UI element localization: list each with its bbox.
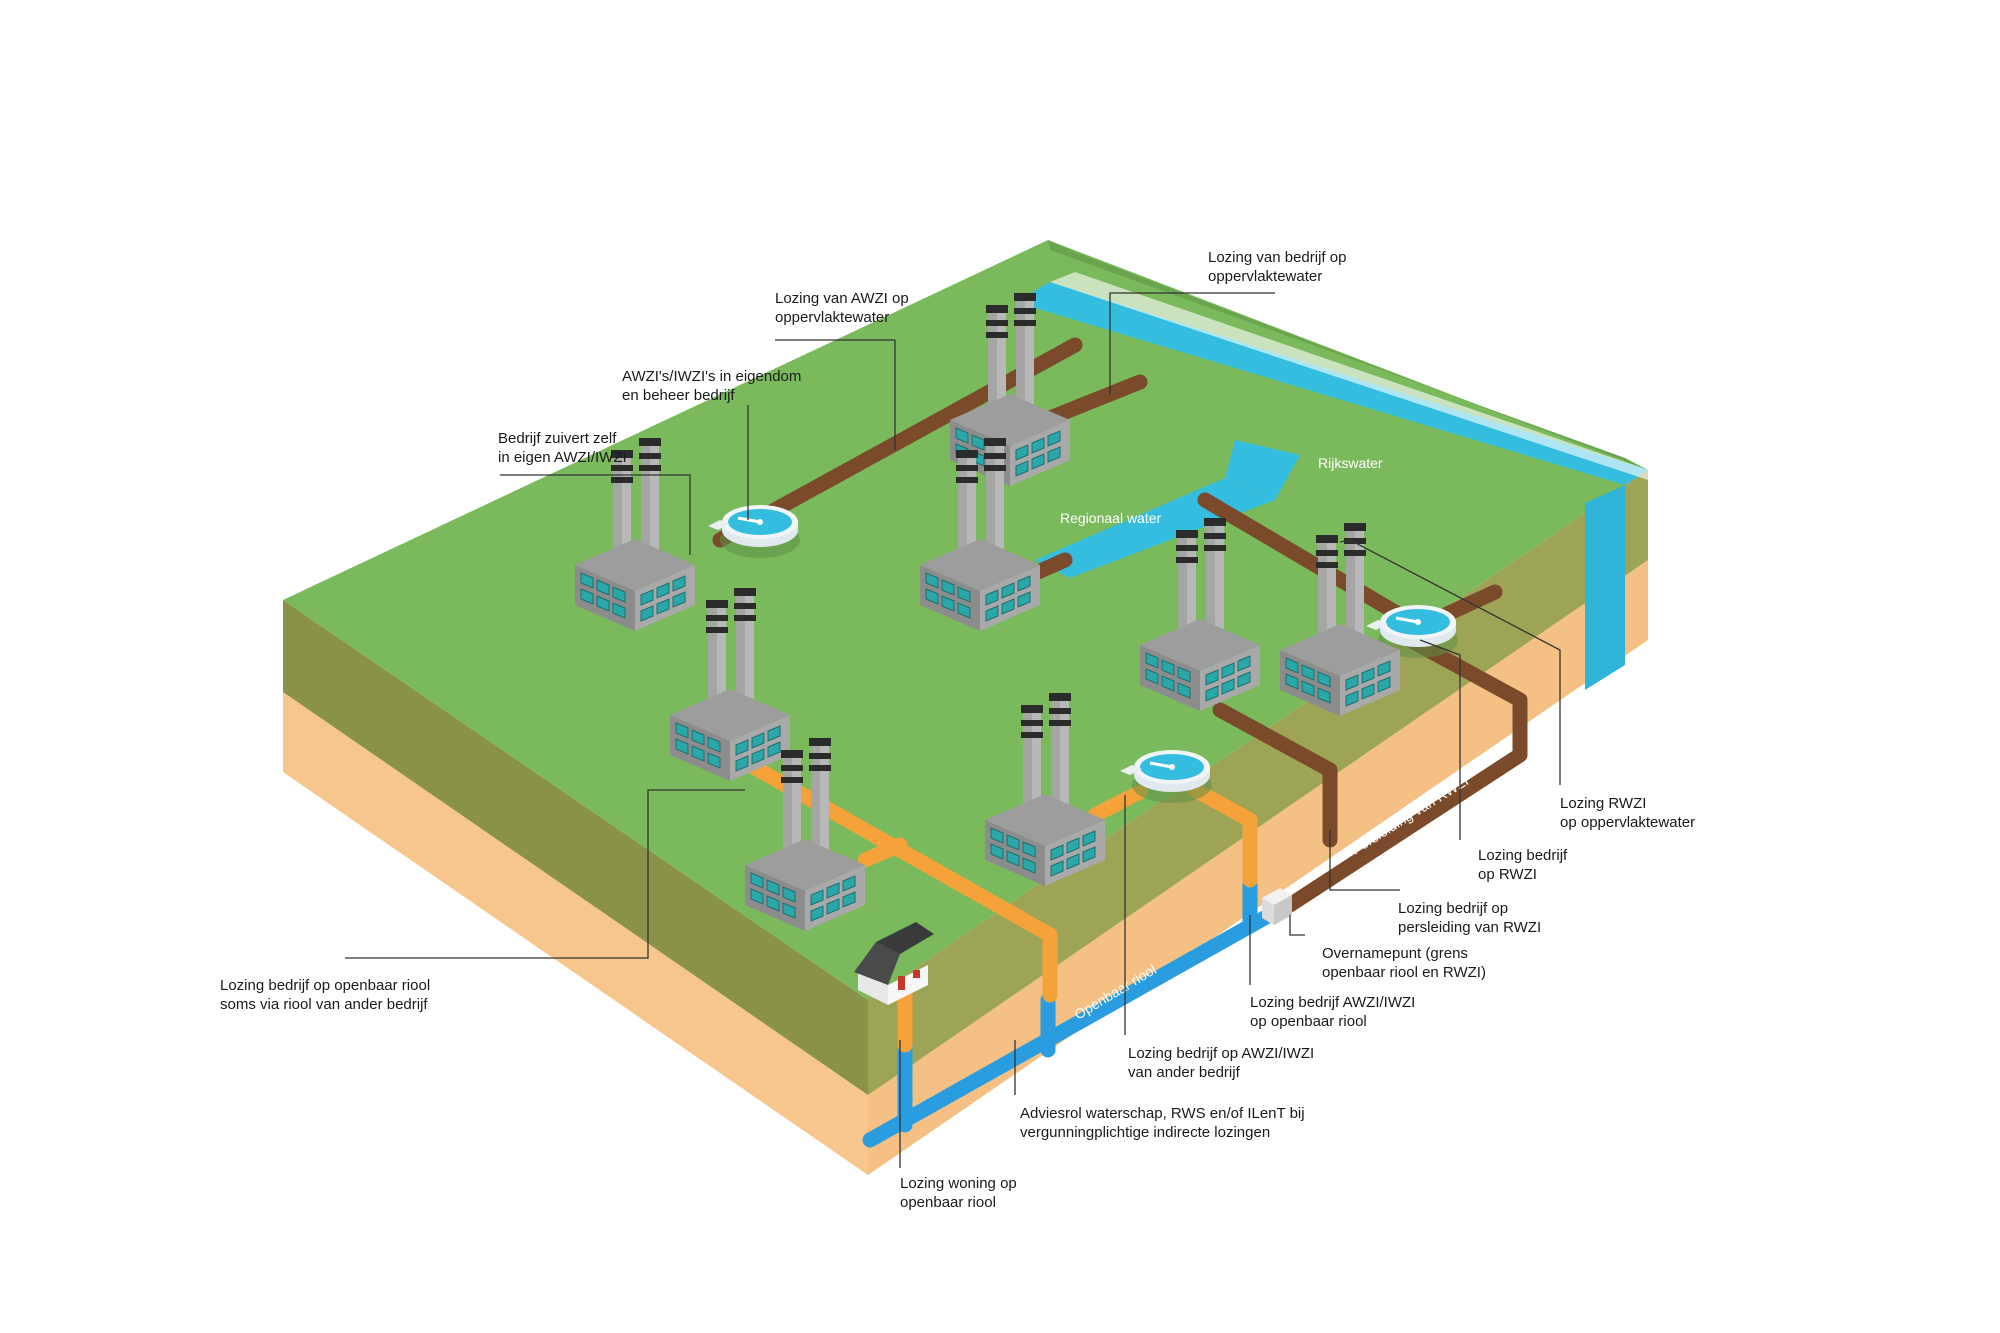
callout-openbaar: Lozing bedrijf op openbaar riool soms vi… [220,977,434,1013]
river-end-face [1585,485,1625,690]
callout-woning: Lozing woning op openbaar riool [900,1175,1021,1211]
grass-left-face [283,600,868,1095]
callout-persleiding: Lozing bedrijf op persleiding van RWZI [1398,900,1541,936]
soil-left-face [283,692,868,1175]
orange-pipes [742,757,1258,1053]
river-far-bank [1048,240,1648,470]
leader-bedrijf-rwzi [1419,639,1461,840]
callout-adviesrol: Adviesrol waterschap, RWS en/of ILenT bi… [1020,1105,1309,1141]
callout-eigendom: AWZI's/IWZI's in eigendom en beheer bedr… [622,368,806,404]
pipe-factory-to-awzi [1087,784,1148,823]
callout-rwzi-oppervlak: Lozing RWZI op oppervlaktewater [1560,795,1695,831]
openbaar-riool-pipe [862,877,1283,1148]
leader-persleiding [1329,830,1400,891]
soil-right-face [868,560,1648,1175]
pipe-factory-to-persleiding [1212,702,1338,848]
callout-bedrijf-oppervlak: Lozing van bedrijf op oppervlaktewater [1208,249,1351,285]
pipe-second-factory [857,837,908,868]
rijkswater-river [1015,272,1648,690]
callout-awzi-riool: Lozing bedrijf AWZI/IWZI op openbaar rio… [1250,994,1420,1030]
callout-awzi-ander: Lozing bedrijf op AWZI/IWZI van ander be… [1128,1045,1318,1081]
leader-overnamepunt [1289,915,1305,936]
leader-rwzi-oppervlak [1339,539,1561,785]
river-surface [1015,282,1648,485]
river-bank-strip [1050,272,1648,480]
callout-zuivert-zelf: Bedrijf zuivert zelf in eigen AWZI/IWZI [498,430,627,466]
overnamepunt-box [1262,888,1292,925]
pipe-rwzi-inflow [1197,492,1408,623]
regionaal-water-label: Regionaal water [1060,510,1162,526]
persleiding-pipe [1282,632,1528,913]
pipe-factory-sewer [742,757,1058,1003]
rijkswater-label: Rijkswater [1318,455,1383,471]
regional-link [1225,440,1300,500]
callout-overnamepunt: Overnamepunt (grens openbaar riool en RW… [1322,945,1486,981]
sewer-main [862,904,1283,1148]
leader-openbaar [345,789,745,959]
pipe-awzi-to-sewer [1187,782,1258,888]
house [854,922,934,1005]
callout-bedrijf-rwzi: Lozing bedrijf op RWZI [1478,847,1571,883]
callout-awzi-oppervlak: Lozing van AWZI op oppervlaktewater [775,290,913,326]
leader-zuivert [500,474,691,555]
ground-slab [283,240,1648,1175]
leader-bedrijf-oppervlak [1109,292,1275,395]
callouts: Lozing van AWZI op oppervlaktewater AWZI… [220,249,1695,1211]
leader-lines [345,292,1561,1168]
